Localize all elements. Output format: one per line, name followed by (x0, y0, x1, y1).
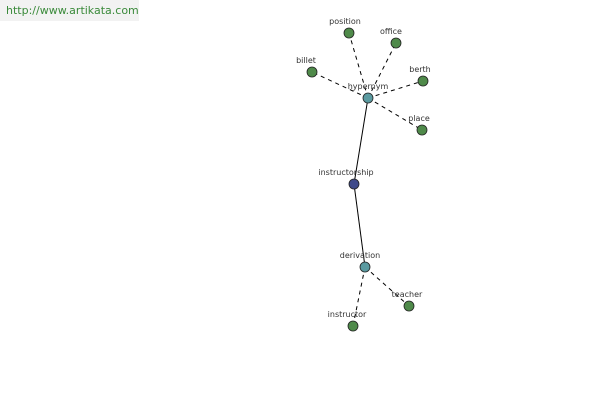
node-label-derivation: derivation (340, 251, 380, 260)
node-label-hypernym: hypernym (348, 82, 389, 91)
node-circle-teacher[interactable] (403, 300, 415, 312)
graph-edges (311, 32, 424, 327)
node-label-office: office (380, 27, 402, 36)
node-label-instructor: instructor (328, 310, 367, 319)
node-derivation[interactable]: derivation (340, 251, 380, 273)
node-circle-office[interactable] (390, 37, 402, 49)
node-circle-berth[interactable] (417, 75, 429, 87)
node-circle-position[interactable] (343, 27, 355, 39)
edge-instructorship-hypernym (353, 97, 369, 185)
node-circle-instructor[interactable] (347, 320, 359, 332)
node-label-position: position (329, 17, 361, 26)
node-circle-place[interactable] (416, 124, 428, 136)
edge-hypernym-position (348, 32, 369, 99)
edge-hypernym-berth (367, 80, 424, 99)
node-label-berth: berth (409, 65, 431, 74)
node-instructorship[interactable]: instructorship (318, 168, 374, 190)
node-label-teacher: teacher (392, 290, 423, 299)
node-hypernym[interactable]: hypernym (348, 82, 389, 104)
node-label-instructorship: instructorship (318, 168, 373, 177)
node-circle-derivation[interactable] (359, 261, 371, 273)
node-position[interactable]: position (329, 17, 361, 39)
node-label-billet: billet (296, 56, 316, 65)
edge-hypernym-office (367, 42, 397, 99)
edge-derivation-teacher (364, 266, 410, 307)
edge-derivation-instructor (352, 266, 366, 327)
edge-instructorship-derivation (353, 183, 366, 268)
edge-hypernym-place (367, 97, 423, 131)
node-label-place: place (408, 114, 430, 123)
node-instructor[interactable]: instructor (328, 310, 367, 332)
watermark-link[interactable]: http://www.artikata.com (0, 0, 139, 21)
node-place[interactable]: place (408, 114, 430, 136)
node-circle-instructorship[interactable] (348, 178, 360, 190)
edge-hypernym-billet (311, 71, 369, 99)
node-billet[interactable]: billet (296, 56, 318, 78)
node-berth[interactable]: berth (409, 65, 431, 87)
node-circle-billet[interactable] (306, 66, 318, 78)
graph-nodes: position office billet berth hypernym place in… (296, 17, 431, 332)
node-circle-hypernym[interactable] (362, 92, 374, 104)
node-office[interactable]: office (380, 27, 402, 49)
node-teacher[interactable]: teacher (392, 290, 423, 312)
